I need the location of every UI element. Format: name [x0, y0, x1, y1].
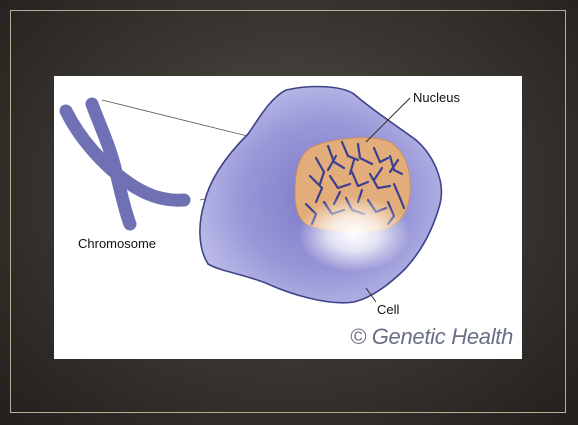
chromosome-label: Chromosome	[78, 237, 156, 250]
diagram-panel: Chromosome Nucleus Cell © Genetic Health	[54, 76, 522, 359]
nucleus-label: Nucleus	[413, 91, 460, 104]
chromosome-shape	[66, 104, 184, 224]
copyright-credit: © Genetic Health	[350, 326, 513, 348]
cell-label: Cell	[377, 303, 399, 316]
cell-glow	[298, 196, 410, 272]
cell-diagram	[54, 76, 522, 359]
